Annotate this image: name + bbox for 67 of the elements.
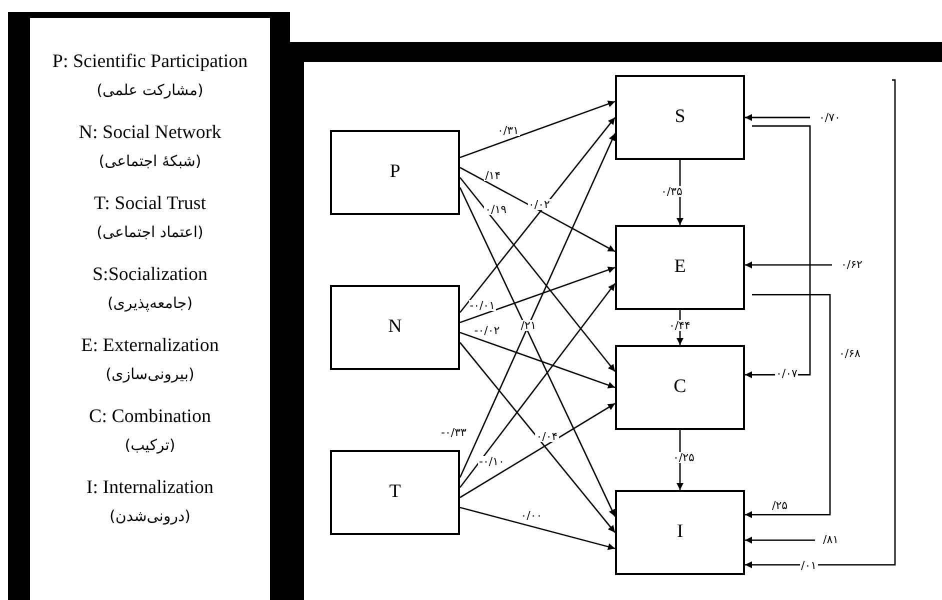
arrow: [745, 294, 831, 518]
legend-entry: S:Socialization: [92, 263, 208, 287]
edge-label: ۰/۴۴: [668, 320, 692, 331]
legend-entry: E: Externalization: [81, 334, 219, 358]
variable-box: [330, 285, 460, 370]
legend-entry: T: Social Trust: [94, 192, 206, 216]
variable-name: S: [674, 105, 686, 130]
edge-label: ۰/۰۷: [775, 368, 798, 379]
variable-name: P: [390, 160, 400, 184]
legend-entry: I: Internalization: [86, 476, 214, 500]
arrow: [460, 332, 616, 388]
arrow: [460, 100, 616, 158]
variable-box: [330, 450, 460, 535]
coefficient-label: /۲۵: [772, 500, 788, 511]
variable-name: C: [674, 375, 686, 400]
arrow: [745, 125, 811, 378]
legend-translation: (جامعه‌پذیری): [107, 292, 193, 314]
edge-label: ۰/۶۸: [838, 348, 862, 359]
variable-name: E: [674, 255, 686, 280]
edge-label: /۰۱: [800, 560, 818, 571]
edge-label: ۰/۰۴: [535, 431, 559, 442]
edge-label: ۰/۱۹: [484, 204, 508, 216]
variable-box: [615, 75, 745, 160]
variable-box: [615, 225, 745, 310]
arrow: [676, 160, 684, 225]
arrow: [459, 177, 616, 372]
arrow: [459, 342, 616, 533]
arrow: [459, 187, 616, 517]
variable-name: T: [389, 480, 401, 504]
edge-label: ۰/۶۲: [840, 259, 864, 270]
legend-translation: (ترکیب): [124, 434, 176, 456]
legend-entry: N: Social Network: [78, 121, 222, 145]
edge-label: -۰/۰۲: [473, 324, 501, 336]
arrow: [460, 266, 616, 324]
arrow: [745, 261, 832, 268]
edge-label: -۰/۳۳: [440, 427, 468, 438]
legend-entry: P: Scientific Participation: [52, 50, 248, 74]
arrow: [460, 506, 616, 550]
arrow: [676, 430, 684, 490]
arrow: [745, 536, 815, 544]
variable-name: I: [676, 520, 684, 544]
legend-translation: (مشارکت علمی): [96, 80, 204, 101]
variable-box: [330, 130, 460, 215]
edge-label: /۱۴: [484, 170, 502, 181]
edge-label: ۰/۰۲: [528, 199, 551, 210]
legend-entry: C: Combination: [89, 405, 211, 429]
legend-translation: (درونی‌شدن): [109, 506, 191, 527]
edge-label: -۰/۱۰: [478, 456, 506, 467]
edge-label: -۰/۰۱: [468, 300, 496, 311]
arrow: [459, 283, 616, 488]
edge-label: ۰/۳۱: [496, 124, 520, 136]
edge-label: ۰/۷۰: [818, 112, 842, 123]
legend-translation: (بیرونی‌سازی): [106, 364, 194, 385]
legend-translation: (شبکهٔ اجتماعی): [98, 150, 202, 172]
arrow: [459, 133, 616, 478]
edge-label: ۰/۳۵: [660, 186, 684, 197]
variable-box: [615, 490, 745, 575]
variable-box: [615, 345, 745, 430]
legend-translation: (اعتماد اجتماعی): [96, 222, 204, 242]
arrow: [459, 117, 616, 313]
arrow: [745, 79, 896, 568]
edge-label: /۲۱: [520, 320, 538, 331]
variable-name: N: [388, 315, 402, 340]
arrow: [460, 402, 616, 498]
arrow: [460, 166, 616, 252]
arrow: [745, 114, 810, 121]
edge-label: ۰/۲۵: [672, 452, 696, 463]
